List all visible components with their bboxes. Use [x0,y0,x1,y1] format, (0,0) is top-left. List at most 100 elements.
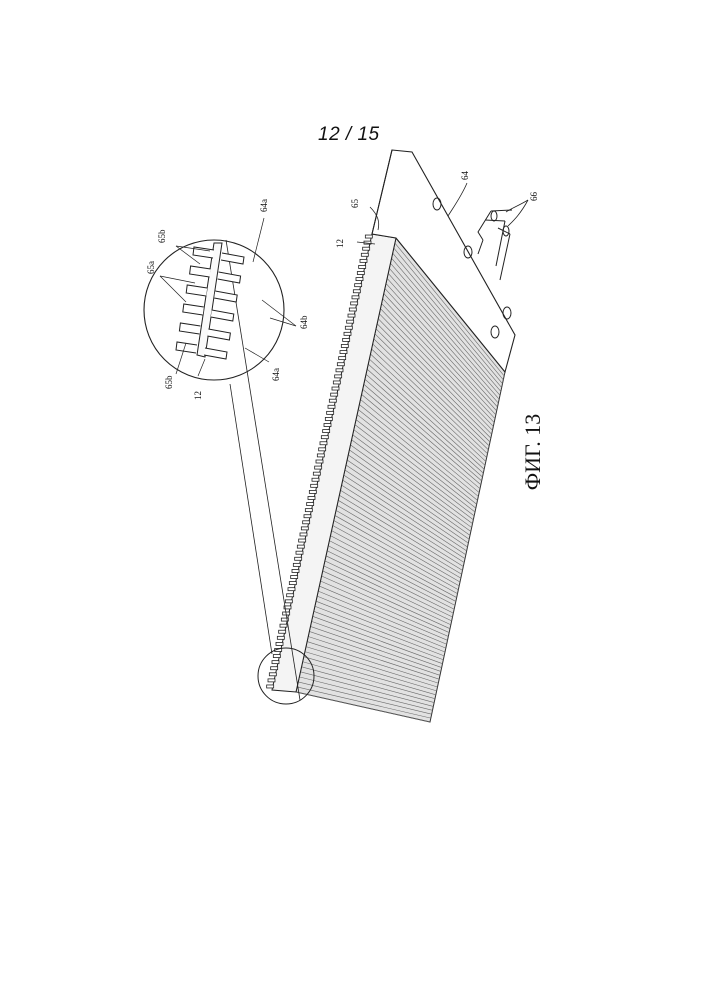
comb-tooth [332,387,339,390]
comb-tooth [287,594,294,597]
detail-tooth-65 [183,304,204,315]
label-12-detail: 12 [193,391,203,400]
comb-tooth [296,551,303,554]
comb-tooth [307,503,314,506]
comb-tooth [292,569,299,572]
comb-tooth [304,515,311,518]
detail-tooth-64 [211,310,234,321]
comb-tooth [351,302,358,305]
comb-tooth [308,496,315,499]
detail-tooth-65 [190,266,211,277]
label-65b-top: 65b [157,229,167,243]
comb-tooth [305,509,312,512]
comb-tooth [295,557,302,560]
label-66: 66 [529,192,539,202]
comb-tooth [311,484,318,487]
label-64b: 64b [299,315,309,329]
comb-tooth [300,533,307,536]
comb-tooth [365,235,372,238]
comb-tooth [299,539,306,542]
comb-tooth [347,320,354,323]
comb-tooth [349,308,356,311]
comb-tooth [269,673,276,676]
comb-tooth [328,405,335,408]
comb-tooth [360,259,367,262]
detail-connector [226,240,300,700]
detail-tooth-64 [221,253,244,264]
comb-tooth [325,417,332,420]
comb-tooth [333,381,340,384]
label-65a: 65a [146,261,156,274]
comb-tooth [276,642,283,645]
detail-tooth-65 [179,323,200,334]
comb-tooth [329,399,336,402]
tube-pair [478,210,512,280]
comb-tooth [363,247,370,250]
label-65b-bottom: 65b [164,375,174,389]
comb-tooth [341,344,348,347]
comb-tooth [273,655,280,658]
comb-tooth [319,448,326,451]
comb-tooth [345,326,352,329]
comb-tooth [285,600,292,603]
comb-tooth [313,472,320,475]
label-64a-top: 64a [259,199,269,212]
comb-tooth [335,375,342,378]
comb-tooth [280,624,287,627]
comb-tooth [316,460,323,463]
label-64: 64 [460,171,470,181]
comb-tooth [321,436,328,439]
detail-tooth-65 [176,342,197,353]
mounting-hole [503,307,511,319]
comb-tooth [317,454,324,457]
detail-tooth-64 [214,291,237,302]
comb-tooth [312,478,319,481]
comb-tooth [336,369,343,372]
comb-tooth [323,430,330,433]
comb-tooth [324,424,331,427]
comb-tooth [301,527,308,530]
heat-exchanger-assembly [267,150,515,722]
comb-tooth [355,284,362,287]
comb-tooth [271,667,278,670]
comb-tooth [348,314,355,317]
comb-tooth [289,582,296,585]
comb-tooth [359,265,366,268]
comb-tooth [343,338,350,341]
comb-tooth [293,563,300,566]
comb-tooth [337,363,344,366]
detail-base-strip [197,243,222,357]
label-65: 65 [350,199,360,209]
comb-tooth [339,357,346,360]
comb-tooth [361,253,368,256]
comb-tooth [267,685,274,688]
detail-tooth-64 [207,329,230,340]
comb-tooth [288,588,295,591]
comb-tooth [344,332,351,335]
comb-tooth [352,296,359,299]
comb-tooth [315,466,322,469]
comb-tooth [340,351,347,354]
comb-tooth [303,521,310,524]
comb-tooth [279,630,286,633]
comb-tooth [357,272,364,275]
comb-tooth [356,278,363,281]
comb-tooth [309,490,316,493]
comb-tooth [268,679,275,682]
detail-tooth-64 [218,272,241,283]
comb-tooth [331,393,338,396]
label-64a-bottom: 64a [271,368,281,381]
label-12: 12 [335,239,345,248]
detail-tooth-64 [204,348,227,359]
comb-tooth [291,576,298,579]
comb-tooth [297,545,304,548]
comb-tooth [353,290,360,293]
comb-tooth [277,636,284,639]
comb-tooth [320,442,327,445]
detail-connector [230,384,272,654]
comb-tooth [272,661,279,664]
detail-tooth-65 [186,285,207,296]
comb-tooth [327,411,334,414]
